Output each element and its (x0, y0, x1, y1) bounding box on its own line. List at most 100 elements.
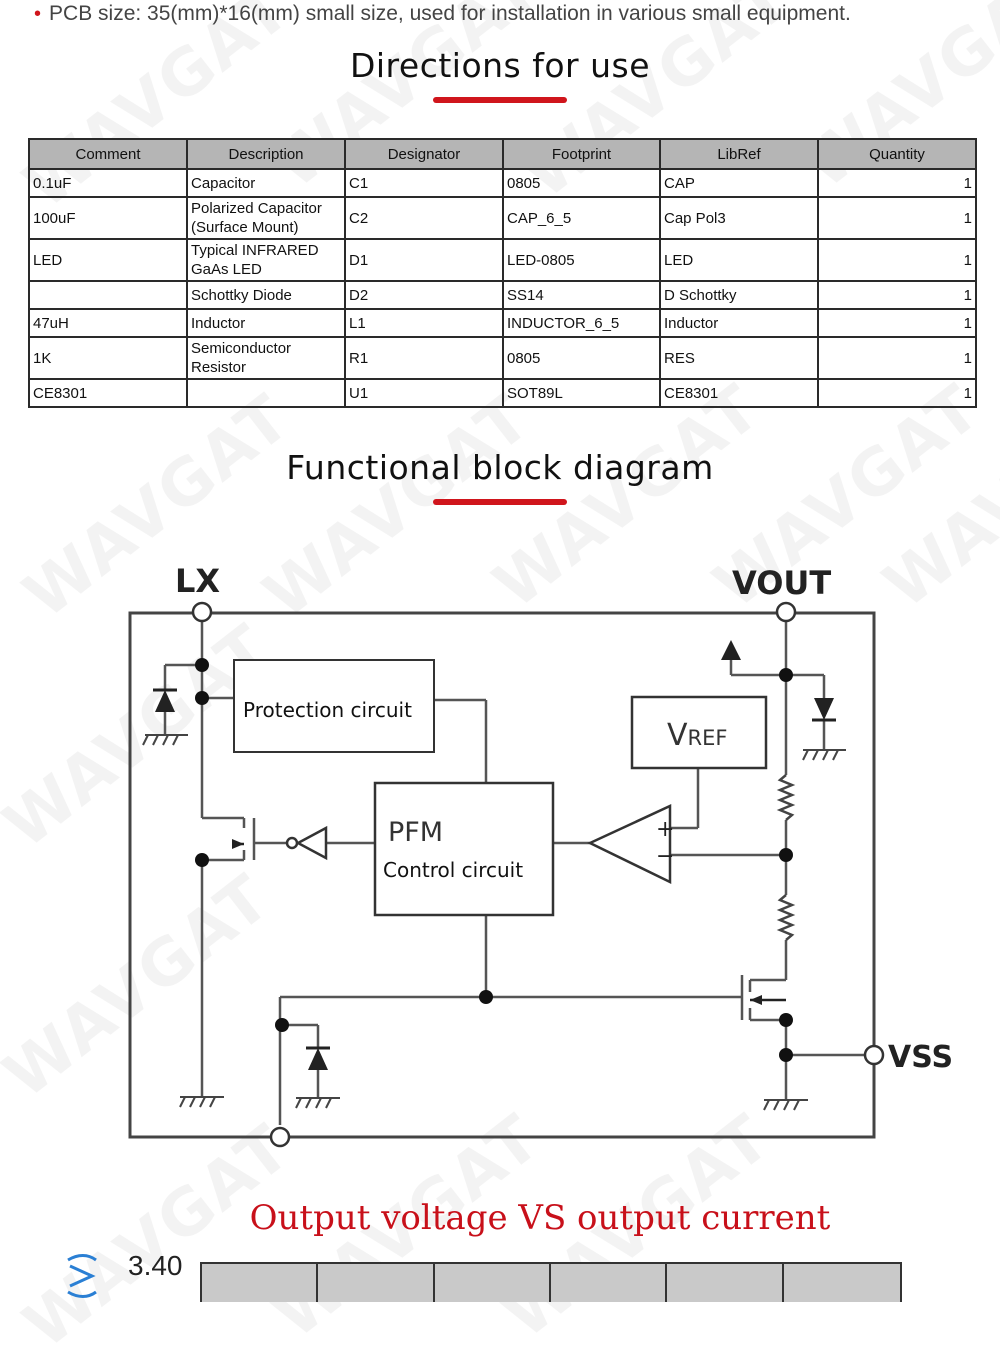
table-row: LED Typical INFRARED GaAs LED D1 LED-080… (28, 238, 977, 282)
cell-libref: CAP (659, 168, 819, 198)
ground-symbols (142, 734, 846, 1111)
cell-footprint: CAP_6_5 (502, 196, 661, 240)
cell-comment: LED (28, 238, 188, 282)
pfm-label: PFM (388, 817, 443, 848)
cell-designator: U1 (344, 378, 504, 408)
control-circuit-label: Control circuit (383, 858, 523, 882)
cell-description: Capacitor (186, 168, 346, 198)
vss-pin (863, 1044, 885, 1066)
cell-footprint: 0805 (502, 168, 661, 198)
grid-line (782, 1264, 784, 1302)
bom-header-row: Comment Description Designator Footprint… (28, 138, 977, 170)
grid-line (665, 1264, 667, 1302)
cell-libref: Cap Pol3 (659, 196, 819, 240)
cell-description (186, 378, 346, 408)
functional-block-diagram: + − Protection circuit PFM Control circu… (128, 562, 953, 1148)
chart-plot-area (200, 1262, 902, 1302)
col-header-comment: Comment (28, 138, 188, 170)
pfm-control-box (373, 781, 555, 917)
cell-designator: R1 (344, 336, 504, 380)
bom-table: Comment Description Designator Footprint… (28, 138, 977, 408)
cell-footprint: INDUCTOR_6_5 (502, 308, 661, 338)
cell-quantity: 1 (817, 238, 977, 282)
directions-title: Directions for use (349, 46, 651, 85)
cell-description: Inductor (186, 308, 346, 338)
cell-description: Schottky Diode (186, 280, 346, 310)
table-row: 47uH Inductor L1 INDUCTOR_6_5 Inductor 1 (28, 308, 977, 338)
col-header-designator: Designator (344, 138, 504, 170)
cell-designator: L1 (344, 308, 504, 338)
grid-line (316, 1264, 318, 1302)
table-row: Schottky Diode D2 SS14 D Schottky 1 (28, 280, 977, 310)
title-underline (433, 499, 567, 505)
cell-libref: Inductor (659, 308, 819, 338)
cell-footprint: 0805 (502, 336, 661, 380)
protection-circuit-label: Protection circuit (243, 698, 412, 722)
lx-label: LX (175, 562, 220, 600)
pcb-size-text: PCB size: 35(mm)*16(mm) small size, used… (49, 2, 851, 25)
cell-footprint: LED-0805 (502, 238, 661, 282)
inverter-buffer (285, 825, 328, 861)
cell-comment: CE8301 (28, 378, 188, 408)
col-header-libref: LibRef (659, 138, 819, 170)
cell-description: Typical INFRARED GaAs LED (186, 238, 346, 282)
vout-label: VOUT (732, 564, 831, 602)
col-header-description: Description (186, 138, 346, 170)
cell-comment: 47uH (28, 308, 188, 338)
cell-designator: D1 (344, 238, 504, 282)
chart-title: Output voltage VS output current (249, 1198, 831, 1238)
cell-description: Polarized Capacitor (Surface Mount) (186, 196, 346, 240)
cell-quantity: 1 (817, 280, 977, 310)
block-diagram-title: Functional block diagram (286, 448, 714, 487)
diode-vout (812, 698, 836, 722)
cell-designator: D2 (344, 280, 504, 310)
cell-designator: C1 (344, 168, 504, 198)
table-row: CE8301 U1 SOT89L CE8301 1 (28, 378, 977, 408)
cell-libref: LED (659, 238, 819, 282)
cell-comment: 0.1uF (28, 168, 188, 198)
comparator (587, 804, 672, 884)
comparator-minus: − (656, 844, 674, 869)
comparator-plus: + (656, 817, 674, 842)
grid-line (549, 1264, 551, 1302)
table-row: 1K Semiconductor Resistor R1 0805 RES 1 (28, 336, 977, 380)
cell-libref: RES (659, 336, 819, 380)
cell-quantity: 1 (817, 308, 977, 338)
table-row: 0.1uF Capacitor C1 0805 CAP 1 (28, 168, 977, 198)
cell-libref: CE8301 (659, 378, 819, 408)
lx-pin (191, 601, 213, 623)
y-axis-label-glyph (67, 1254, 97, 1298)
grid-line (433, 1264, 435, 1302)
cell-comment (28, 280, 188, 310)
diode-lx (153, 688, 177, 712)
cell-footprint: SS14 (502, 280, 661, 310)
vss-label: VSS (888, 1040, 953, 1075)
bullet-marker: • (34, 3, 42, 25)
vout-pin (775, 601, 797, 623)
arrow-up-icon (721, 640, 741, 660)
resistor-bottom (776, 894, 796, 941)
vref-box (630, 695, 768, 770)
diode-bottom (306, 1046, 330, 1070)
table-row: 100uF Polarized Capacitor (Surface Mount… (28, 196, 977, 240)
cell-designator: C2 (344, 196, 504, 240)
cell-libref: D Schottky (659, 280, 819, 310)
title-underline (433, 97, 567, 103)
chip-outline (128, 611, 876, 1139)
cell-quantity: 1 (817, 168, 977, 198)
protection-circuit-box (233, 659, 435, 753)
cell-quantity: 1 (817, 378, 977, 408)
resistor-top (776, 774, 796, 821)
junction-dots (195, 658, 793, 1062)
col-header-quantity: Quantity (817, 138, 977, 170)
bottom-pin (269, 1126, 291, 1148)
pcb-size-note: • PCB size: 35(mm)*16(mm) small size, use… (34, 0, 851, 28)
y-tick-label: 3.40 (128, 1250, 183, 1281)
cell-description: Semiconductor Resistor (186, 336, 346, 380)
cell-footprint: SOT89L (502, 378, 661, 408)
cell-quantity: 1 (817, 196, 977, 240)
vref-label: VREF (667, 718, 727, 753)
cell-comment: 100uF (28, 196, 188, 240)
cell-quantity: 1 (817, 336, 977, 380)
cell-comment: 1K (28, 336, 188, 380)
